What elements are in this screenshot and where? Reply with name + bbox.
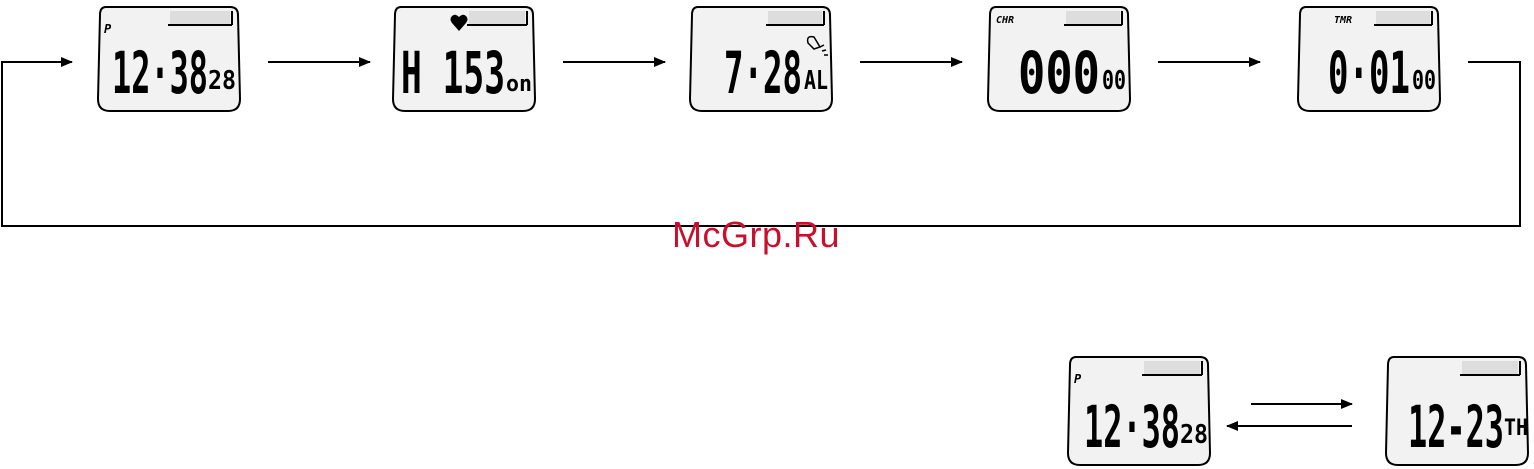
sub-readout: 28	[208, 66, 236, 96]
indicator-label: TMR	[1334, 15, 1352, 26]
indicator-label: P	[104, 22, 112, 36]
sub-readout: AL	[804, 66, 828, 96]
indicator-label: P	[1074, 372, 1082, 386]
main-readout: 12-23	[1408, 393, 1504, 461]
sub-readout: 00	[1102, 66, 1126, 96]
lcd-chrono: CHR 000 00	[986, 3, 1132, 115]
lcd-time-toggle: P 12·38 28	[1066, 353, 1212, 469]
lcd-date: 12-23 TH	[1384, 353, 1532, 469]
sub-readout: TH	[1504, 416, 1528, 441]
lcd-heart-rate: H 153 on	[391, 3, 537, 115]
sub-readout: 28	[1180, 420, 1208, 450]
lcd-time: P 12·38 28	[96, 3, 242, 115]
main-readout: 12·38	[1084, 393, 1180, 461]
main-readout: 0·01	[1328, 39, 1410, 107]
main-readout: H 153	[401, 39, 505, 107]
indicator-label: CHR	[996, 15, 1014, 26]
main-readout: 000	[1018, 39, 1100, 107]
sub-readout: 00	[1412, 66, 1436, 96]
lcd-timer: TMR 0·01 00	[1296, 3, 1442, 115]
lcd-alarm: 7·28 AL	[688, 3, 834, 115]
sub-readout: on	[506, 72, 532, 97]
main-readout: 12·38	[112, 39, 208, 107]
watermark: McGrp.Ru	[672, 214, 840, 256]
main-readout: 7·28	[724, 39, 802, 107]
